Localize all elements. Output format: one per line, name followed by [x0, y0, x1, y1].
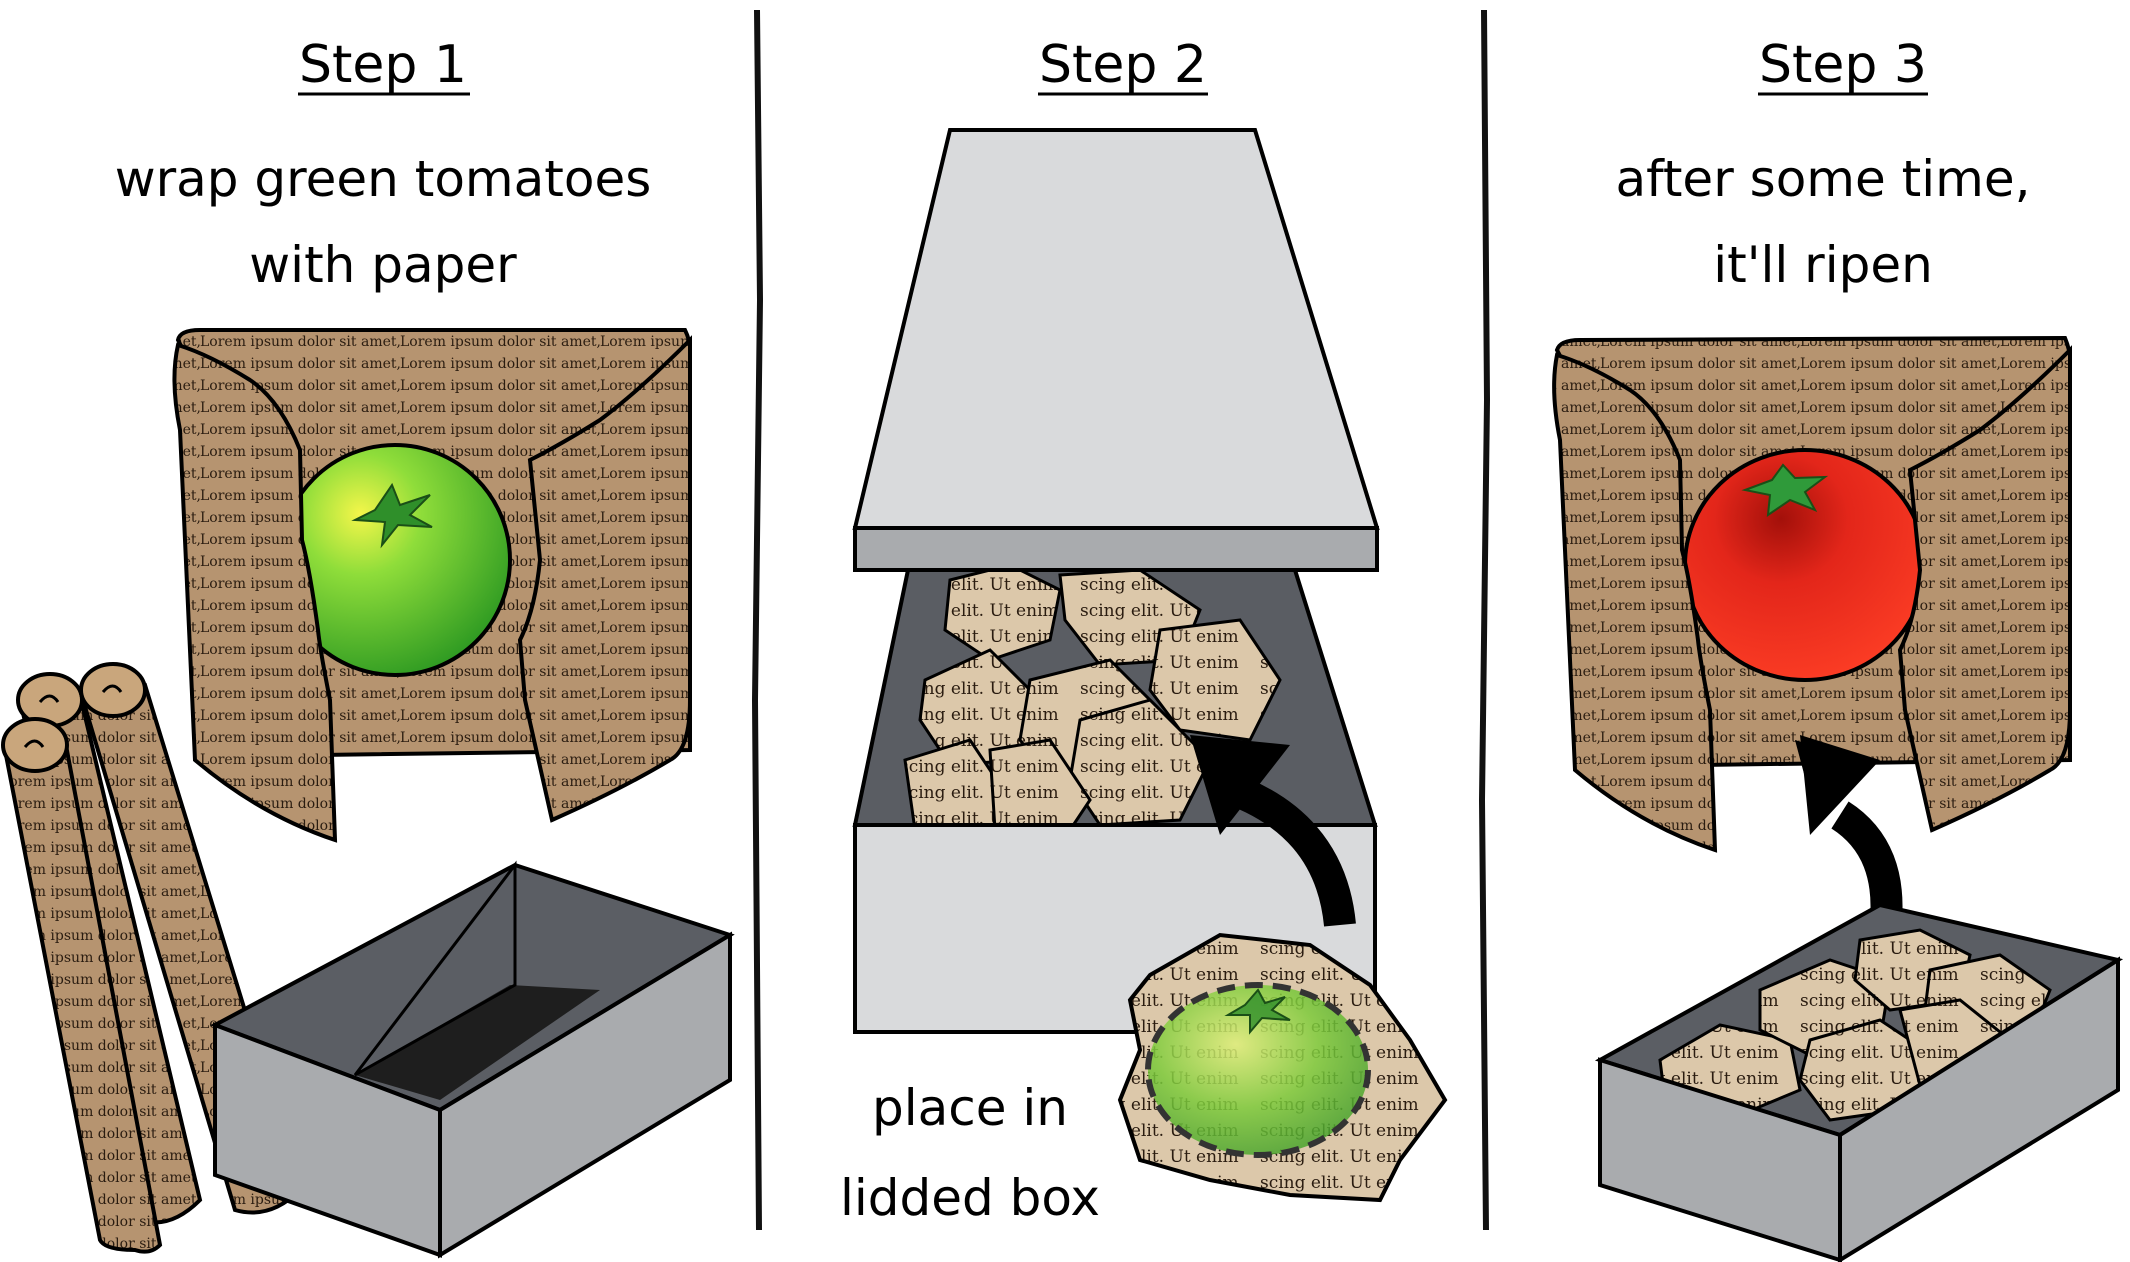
step-3-paper-left-flap [1552, 352, 1718, 853]
crumpled-papers [903, 563, 1282, 832]
step-3-panel: Step 3 after some time, it'll ripen [1552, 35, 2124, 1262]
rolled-paper-3 [1, 717, 163, 1254]
step-1-caption-line-1: wrap green tomatoes [115, 150, 652, 208]
step-3-arrow [1795, 735, 1903, 932]
step-1-paper-right-flap [517, 335, 692, 823]
divider-left [751, 9, 764, 1231]
step-3-caption-line-1: after some time, [1615, 150, 2030, 208]
step-1-title: Step 1 [299, 35, 467, 95]
tomato-stem-icon [1741, 463, 1829, 518]
step-2-arrow [1190, 735, 1356, 927]
step-3-title: Step 3 [1759, 35, 1927, 95]
box-lid [852, 128, 1380, 572]
step-3-caption-line-2: it'll ripen [1713, 236, 1933, 294]
step-2-title: Step 2 [1039, 35, 1207, 95]
paper-filled-box [1594, 902, 2124, 1262]
step-3-paper-right-flap [1897, 345, 2072, 833]
step-2-caption-line-1: place in [872, 1079, 1068, 1137]
red-tomato [1683, 448, 1927, 682]
box-crumpled-papers [1658, 928, 2052, 1122]
tomato-stem-icon [351, 482, 433, 549]
step-1-paper-left-flap [172, 342, 338, 843]
step-1-caption-line-2: with paper [249, 236, 517, 294]
step-2-panel: Step 2 [840, 35, 1448, 1227]
divider-right [1478, 9, 1491, 1231]
step-2-caption-line-2: lidded box [840, 1169, 1100, 1227]
wrapped-green-tomato [1117, 932, 1448, 1203]
empty-box [210, 860, 735, 1259]
step-1-panel: Step 1 wrap green tomatoes with paper [1, 35, 735, 1259]
tomato-stem-icon [1224, 988, 1291, 1035]
